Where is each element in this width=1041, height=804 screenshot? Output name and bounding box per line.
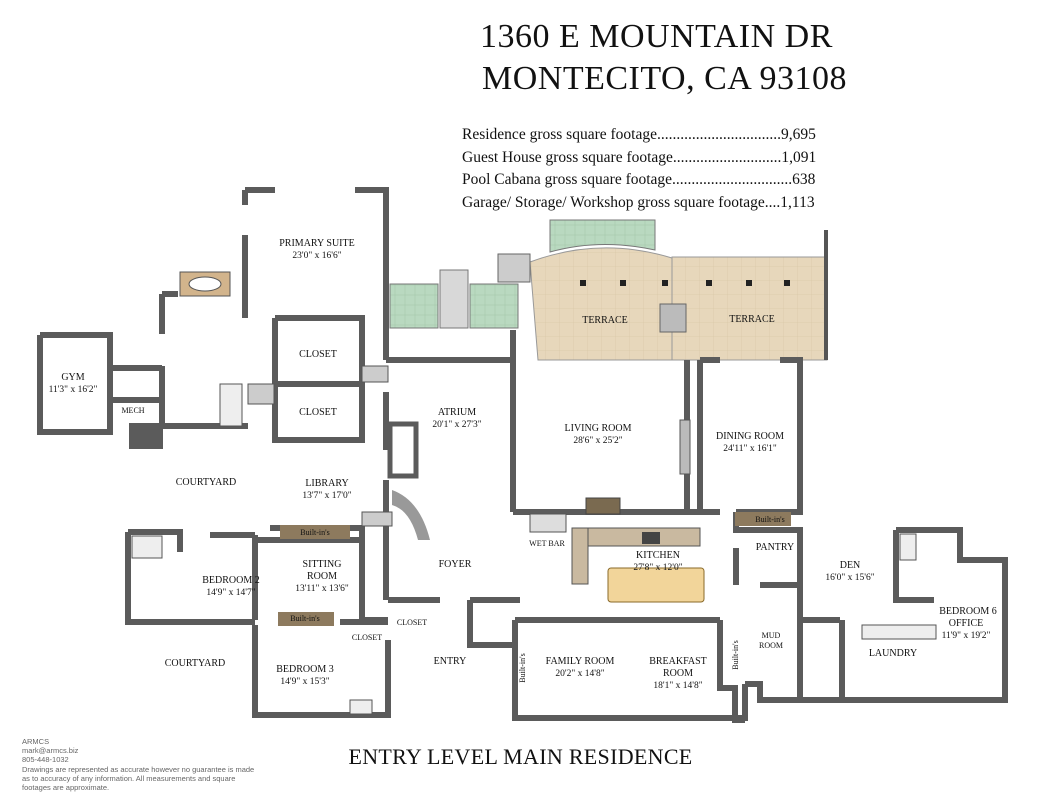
label-bedroom-6: BEDROOM 6 (939, 606, 997, 617)
dim-dining-room: 24'11" x 16'1" (723, 444, 777, 454)
pool-cabana-sqft: Pool Cabana gross square footage........… (462, 171, 816, 188)
label-laundry: LAUNDRY (869, 648, 917, 659)
label-courtyard-1: COURTYARD (176, 477, 237, 488)
label-kitchen: KITCHEN (636, 550, 680, 561)
address-line-2: MONTECITO, CA 93108 (482, 60, 847, 97)
label-sitting-room-2: ROOM (307, 571, 337, 582)
planter (469, 283, 519, 329)
planter (389, 283, 439, 329)
label-builtins-3: Built-in's (290, 614, 319, 623)
label-foyer: FOYER (439, 559, 472, 570)
dim-bedroom-2: 14'9" x 14'7" (206, 588, 255, 598)
credit-disclaimer-1: Drawings are represented as accurate how… (22, 764, 255, 774)
label-builtins-2: Built-in's (755, 515, 784, 524)
label-mud-room: ROOM (759, 641, 783, 650)
dim-sitting-room: 13'11" x 13'6" (295, 584, 349, 594)
label-closet-4: CLOSET (397, 618, 427, 627)
label-breakfast-room: ROOM (663, 668, 693, 679)
room-labels: PRIMARY SUITE 23'0" x 16'6" GYM 11'3" x … (49, 238, 997, 691)
dim-family-room: 20'2" x 14'8" (555, 669, 604, 679)
label-closet-3: CLOSET (352, 633, 382, 642)
dim-kitchen: 27'8" x 12'0" (633, 563, 682, 573)
credit-phone: 805-448-1032 (22, 755, 69, 765)
label-dining-room: DINING ROOM (716, 431, 784, 442)
dim-den: 16'0" x 15'6" (825, 573, 874, 583)
credit-company: ARMCS (22, 737, 50, 746)
credit-disclaimer-2: as to accuracy of any information. All m… (22, 773, 236, 783)
dim-living-room: 28'6" x 25'2" (573, 436, 622, 446)
label-builtins-1: Built-in's (300, 528, 329, 537)
label-sitting-room-1: SITTING (303, 559, 342, 570)
residence-sqft: Residence gross square footage..........… (462, 126, 816, 143)
label-mud: MUD (762, 631, 781, 640)
label-den: DEN (840, 560, 861, 571)
label-family-room: FAMILY ROOM (546, 656, 615, 667)
label-builtins-5: Built-in's (731, 640, 740, 669)
address-line-1: 1360 E MOUNTAIN DR (480, 18, 833, 55)
label-bedroom-3: BEDROOM 3 (276, 664, 334, 675)
garage-sqft: Garage/ Storage/ Workshop gross square f… (462, 193, 815, 211)
label-pantry: PANTRY (756, 542, 795, 553)
kitchen-area (278, 497, 791, 626)
footer-title: ENTRY LEVEL MAIN RESIDENCE (348, 744, 693, 769)
credits: ARMCS mark@armcs.biz 805-448-1032 Drawin… (22, 737, 282, 792)
label-entry: ENTRY (434, 656, 467, 667)
label-gym: GYM (61, 372, 84, 383)
dim-breakfast-room: 18'1" x 14'8" (653, 681, 702, 691)
label-atrium: ATRIUM (438, 407, 476, 418)
label-library: LIBRARY (305, 478, 348, 489)
dim-gym: 11'3" x 16'2" (49, 385, 98, 395)
dim-atrium: 20'1" x 27'3" (432, 420, 481, 430)
label-office: OFFICE (949, 618, 983, 629)
guest-house-sqft: Guest House gross square footage........… (462, 148, 817, 166)
square-footage-list: Residence gross square footage..........… (462, 124, 816, 214)
label-living-room: LIVING ROOM (565, 423, 632, 434)
terrace-area (497, 219, 828, 361)
label-mech: MECH (121, 406, 144, 415)
credit-disclaimer-3: footages are approximate. (22, 783, 110, 793)
label-terrace-1: TERRACE (582, 315, 628, 326)
stairs (439, 269, 469, 329)
dim-bedroom-6: 11'9" x 19'2" (942, 631, 991, 641)
dim-library: 13'7" x 17'0" (302, 491, 351, 501)
label-bedroom-2: BEDROOM 2 (202, 575, 260, 586)
dim-primary-suite: 23'0" x 16'6" (292, 251, 341, 261)
label-closet-2: CLOSET (299, 407, 337, 418)
label-breakfast: BREAKFAST (649, 656, 707, 667)
label-terrace-2: TERRACE (729, 314, 775, 325)
label-wet-bar: WET BAR (529, 539, 565, 548)
label-closet-1: CLOSET (299, 349, 337, 360)
label-primary-suite: PRIMARY SUITE (279, 238, 354, 249)
label-builtins-4: Built-in's (518, 653, 527, 682)
label-courtyard-2: COURTYARD (165, 658, 226, 669)
fixtures (131, 271, 937, 715)
dim-bedroom-3: 14'9" x 15'3" (280, 677, 329, 687)
credit-email: mark@armcs.biz (22, 746, 79, 756)
